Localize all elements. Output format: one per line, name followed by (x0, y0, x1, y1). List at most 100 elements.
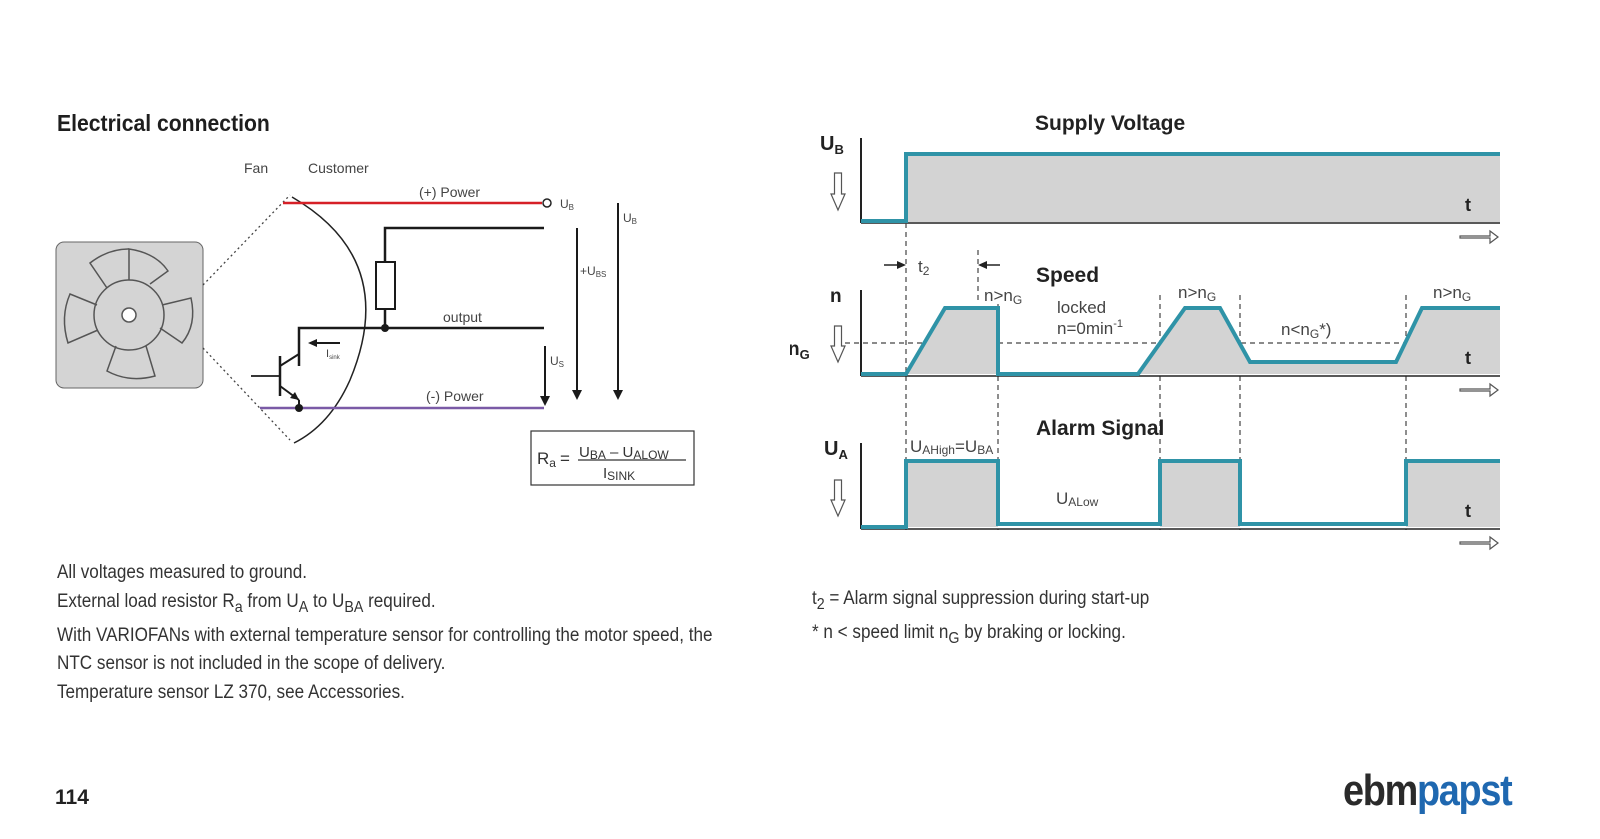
t-label-alarm: t (1465, 501, 1471, 521)
ub-node-sub: B (569, 203, 574, 212)
svg-text:Isink: Isink (326, 348, 341, 361)
svg-text:n<nG*): n<nG*) (1281, 320, 1331, 341)
svg-text:UAHigh=UBA: UAHigh=UBA (910, 437, 993, 457)
note-line: * n < speed limit nG by braking or locki… (812, 619, 1298, 653)
note-sub: BA (344, 598, 364, 616)
ua-axis-sub: A (838, 447, 848, 462)
n-gt-ng-3-sub: G (1462, 290, 1471, 304)
fan-icon (55, 241, 204, 389)
n-axis-label: n (830, 286, 842, 307)
n-lt-ng-suffix: *) (1319, 320, 1331, 339)
formula-num1-sub: BA (590, 448, 606, 462)
power-plus-label: (+) Power (419, 184, 480, 200)
n-lt-ng-label: n<n (1281, 320, 1310, 339)
svg-text:UBA – UALOW: UBA – UALOW (579, 444, 669, 462)
ua-high-sub: AHigh (922, 443, 955, 457)
locked-label: locked (1057, 298, 1106, 317)
note-line: Temperature sensor LZ 370, see Accessori… (57, 681, 405, 703)
ua-high-eq: =U (955, 437, 977, 456)
note-text: by braking or locking. (959, 622, 1126, 644)
ua-low-label: U (1056, 489, 1068, 508)
svg-text:UALow: UALow (1056, 489, 1099, 509)
note-sub: G (948, 630, 960, 648)
note-sub: 2 (816, 595, 825, 613)
t2-label: t (918, 257, 923, 276)
note-line: All voltages measured to ground. (57, 562, 308, 583)
supply-voltage-title: Supply Voltage (1035, 112, 1185, 135)
svg-text:n=0min-1: n=0min-1 (1057, 318, 1123, 338)
formula-num2: U (623, 444, 634, 461)
note-text: to U (308, 590, 345, 612)
svg-text:US: US (550, 354, 564, 369)
wiring-diagram: Fan Customer (+) Power UB output Isink (… (55, 160, 695, 486)
notes-left: All voltages measured to ground. Externa… (57, 559, 795, 707)
n-zero-label: n=0min (1057, 319, 1113, 338)
formula-lhs-sub: a (549, 456, 556, 470)
isink-sub: sink (329, 355, 341, 361)
power-minus-label: (-) Power (426, 388, 484, 404)
formula-minus: – (606, 444, 623, 461)
ubs-arrow-sub: BS (596, 270, 607, 279)
formula-num1: U (579, 444, 590, 461)
ubs-arrow-label: +U (580, 264, 596, 278)
formula-eq: = (560, 449, 570, 468)
note-text: t (812, 588, 817, 609)
ua-low-sub: ALow (1068, 495, 1098, 509)
brand-logo: ebmpapst (1343, 766, 1513, 816)
ub-arrow-sub: B (632, 217, 637, 226)
svg-text:+UBS: +UBS (580, 264, 606, 279)
ng-axis-label: n (790, 339, 800, 360)
svg-text:UB: UB (623, 211, 637, 226)
speed-title: Speed (1036, 264, 1099, 287)
n-lt-ng-sub: G (1310, 327, 1319, 341)
timing-diagram: Supply Voltage UB t t2 Speed n nG t n>nG… (790, 112, 1500, 551)
n-zero-sup: -1 (1113, 318, 1123, 330)
t-label-supply: t (1465, 195, 1471, 215)
svg-text:UB: UB (820, 133, 844, 157)
note-line: t2 = Alarm signal suppression during sta… (812, 585, 1298, 619)
isink-label: I (326, 348, 329, 360)
formula-lhs: R (537, 449, 549, 468)
note-text: External load resistor R (57, 590, 235, 612)
svg-text:n>nG: n>nG (1433, 283, 1471, 304)
ub-axis-label: U (820, 133, 834, 155)
note-line: NTC sensor is not included in the scope … (57, 653, 446, 675)
fan-label: Fan (244, 160, 268, 176)
output-label: output (443, 309, 482, 325)
page-title: Electrical connection (57, 110, 270, 136)
notes-right: t2 = Alarm signal suppression during sta… (812, 585, 1298, 654)
formula-den: I (603, 465, 607, 482)
us-arrow-sub: S (559, 360, 564, 369)
note-text: from U (242, 590, 299, 612)
svg-text:n>nG: n>nG (1178, 283, 1216, 304)
brand-logo-part1: ebm (1343, 766, 1418, 815)
ng-axis-sub: G (800, 347, 810, 362)
svg-text:n>nG: n>nG (984, 286, 1022, 307)
svg-text:UB: UB (560, 197, 574, 212)
svg-text:Ra=: Ra = (537, 449, 570, 470)
us-arrow-label: U (550, 354, 559, 368)
ub-arrow-label: U (623, 211, 632, 225)
n-gt-ng-1: n>n (984, 286, 1013, 305)
note-sub: a (234, 598, 243, 616)
svg-text:nG: nG (790, 339, 810, 362)
note-sub: A (298, 598, 309, 616)
t-label-speed: t (1465, 348, 1471, 368)
n-gt-ng-2: n>n (1178, 283, 1207, 302)
ub-node-label: U (560, 197, 569, 211)
n-gt-ng-2-sub: G (1207, 290, 1216, 304)
page-number: 114 (55, 786, 89, 809)
note-line: External load resistor Ra from UA to UBA… (57, 588, 795, 622)
svg-text:UA: UA (824, 438, 848, 462)
note-text: * n < speed limit n (812, 622, 949, 644)
formula-den-sub: SINK (607, 469, 635, 483)
alarm-signal-title: Alarm Signal (1036, 417, 1164, 440)
svg-text:ISINK: ISINK (603, 465, 635, 483)
formula-num2-sub: ALOW (633, 448, 669, 462)
brand-logo-part2: papst (1416, 766, 1513, 815)
t2-sub: 2 (923, 264, 930, 278)
svg-text:t2: t2 (918, 257, 930, 278)
resistor-formula: Ra= UBA – UALOW ISINK (530, 430, 695, 486)
n-gt-ng-1-sub: G (1013, 293, 1022, 307)
note-line: With VARIOFANs with external temperature… (57, 624, 713, 646)
